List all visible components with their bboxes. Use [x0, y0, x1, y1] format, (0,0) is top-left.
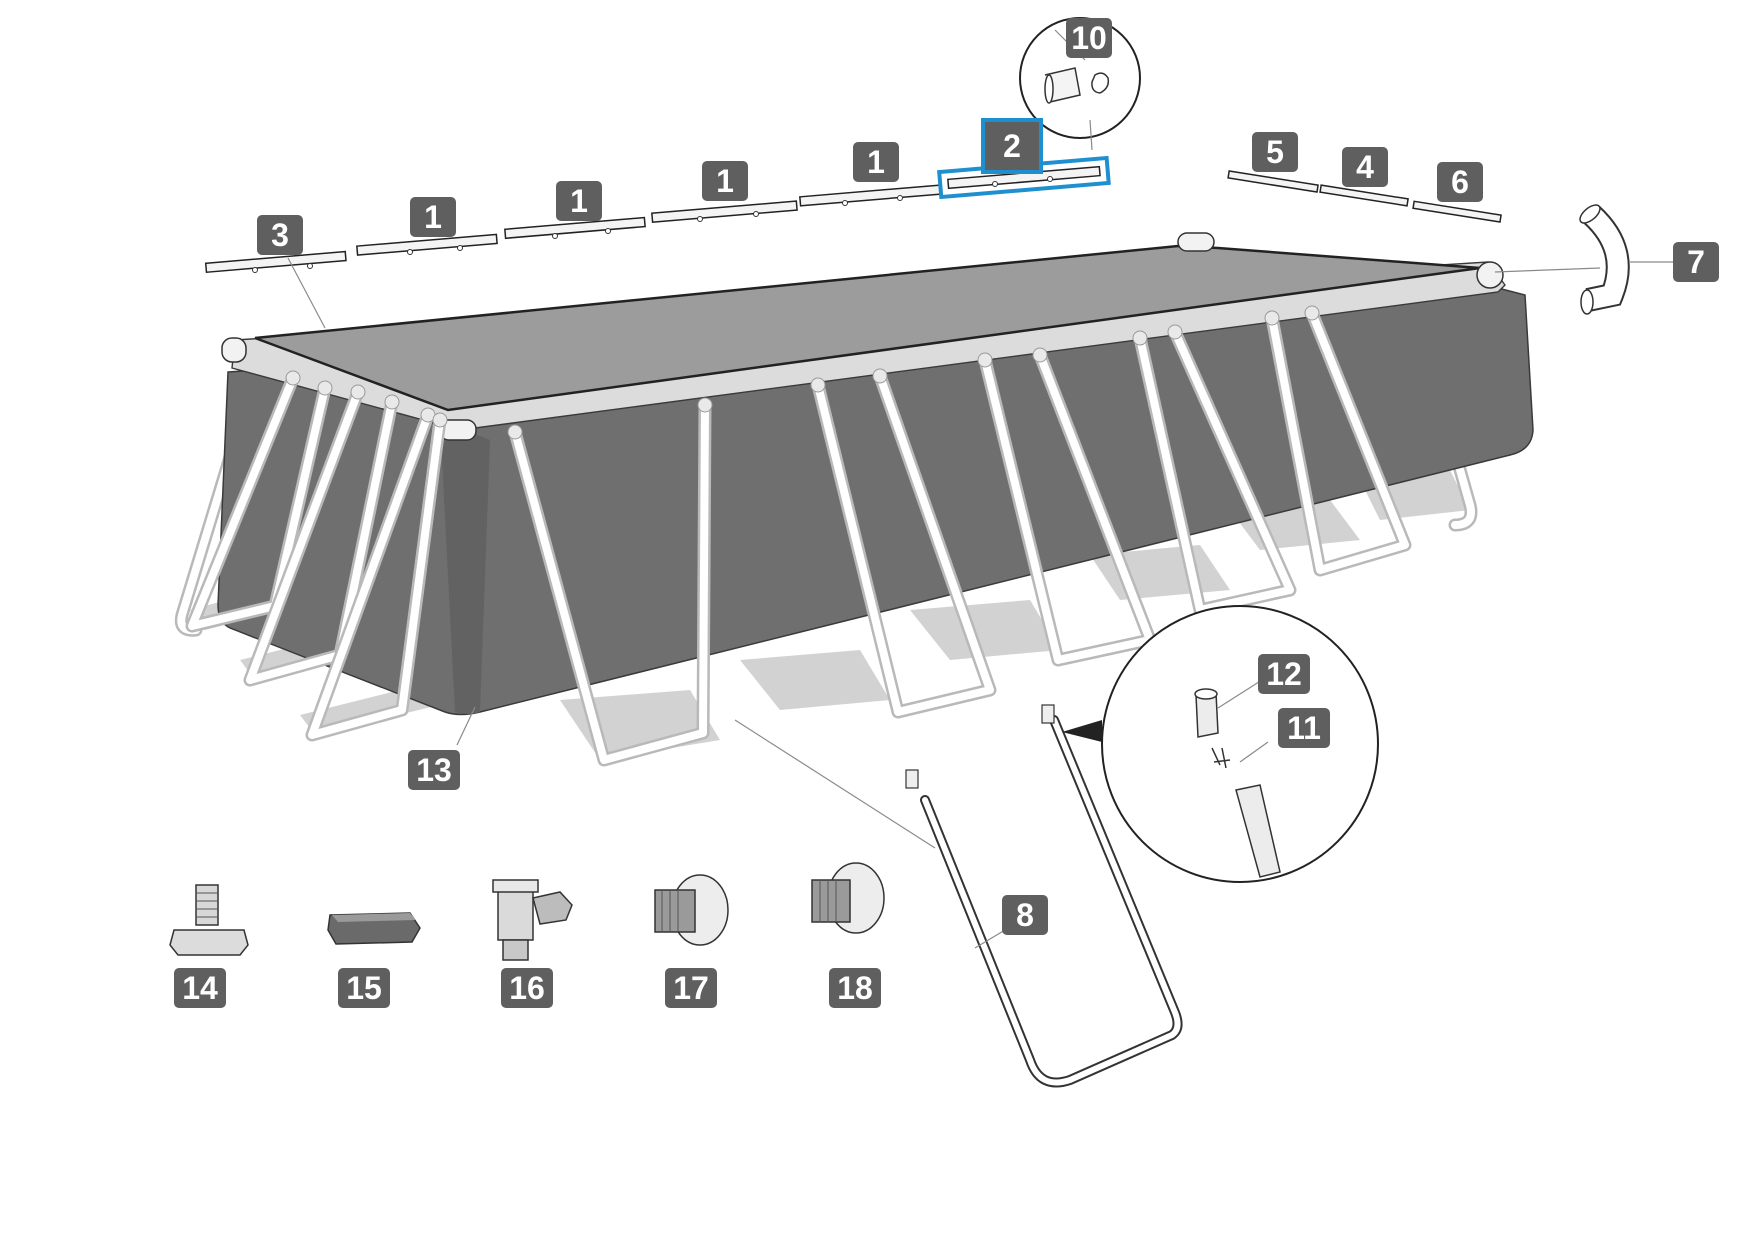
rail-part-3 — [204, 250, 347, 274]
badge-p2: 2 — [981, 118, 1043, 174]
badge-p1a: 1 — [410, 197, 456, 237]
badge-p5: 5 — [1252, 132, 1298, 172]
badge-p18: 18 — [829, 968, 881, 1008]
accessory-strainer-connector-b — [811, 862, 885, 934]
badge-p1c: 1 — [702, 161, 748, 201]
pool-illustration — [174, 232, 1534, 767]
badge-label: 1 — [867, 144, 885, 180]
front-leg-1 — [507, 397, 713, 767]
badge-label: 5 — [1266, 134, 1284, 170]
rail-part-1a — [356, 233, 498, 256]
badge-p7: 7 — [1673, 242, 1719, 282]
badge-p14: 14 — [174, 968, 226, 1008]
badge-label: 15 — [346, 970, 382, 1006]
badge-p15: 15 — [338, 968, 390, 1008]
badge-label: 18 — [837, 970, 873, 1006]
corner-elbow-part — [1579, 204, 1630, 315]
badge-p8: 8 — [1002, 895, 1048, 935]
rail-part-5 — [1227, 170, 1319, 193]
badge-label: 4 — [1356, 149, 1374, 185]
accessory-hose-adapter — [169, 884, 249, 956]
badge-p17: 17 — [665, 968, 717, 1008]
side-leg-1 — [185, 370, 333, 633]
rail-part-1b — [504, 216, 646, 240]
badge-label: 12 — [1266, 656, 1302, 692]
badge-p1d: 1 — [853, 142, 899, 182]
rail-part-6 — [1412, 200, 1502, 223]
badge-p13: 13 — [408, 750, 460, 790]
badge-label: 3 — [271, 217, 289, 253]
leg-part-8 — [905, 704, 1183, 1088]
badge-label: 1 — [716, 163, 734, 199]
pool-water-surface — [254, 244, 1481, 412]
badge-label: 17 — [673, 970, 709, 1006]
badge-label: 10 — [1071, 20, 1107, 56]
badge-label: 8 — [1016, 897, 1034, 933]
accessory-strainer-connector-a — [654, 874, 729, 946]
front-leg-4 — [1132, 324, 1297, 617]
rail-part-1c — [651, 200, 798, 223]
accessory-plug-cap — [327, 912, 421, 945]
badge-label: 1 — [424, 199, 442, 235]
top-rails — [204, 155, 1502, 274]
badge-p4: 4 — [1342, 147, 1388, 187]
badge-label: 1 — [570, 183, 588, 219]
badge-label: 2 — [1003, 128, 1021, 164]
badge-p12: 12 — [1258, 654, 1310, 694]
side-leg-2 — [243, 384, 400, 687]
badge-p11: 11 — [1278, 708, 1330, 748]
badge-label: 6 — [1451, 164, 1469, 200]
badge-p16: 16 — [501, 968, 553, 1008]
front-leg-3 — [977, 347, 1157, 667]
rail-part-4 — [1319, 184, 1409, 207]
front-leg-2 — [810, 368, 997, 719]
badge-p3: 3 — [257, 215, 303, 255]
badge-p6: 6 — [1437, 162, 1483, 202]
side-leg-3 — [305, 407, 448, 742]
badge-label: 16 — [509, 970, 545, 1006]
badge-label: 14 — [182, 970, 218, 1006]
badge-label: 7 — [1687, 244, 1705, 280]
badge-label: 13 — [416, 752, 452, 788]
rail-part-1d — [799, 184, 941, 207]
leader-lines — [287, 29, 1680, 949]
accessory-plunger-valve — [492, 879, 573, 961]
badge-label: 11 — [1287, 710, 1321, 746]
front-leg-5 — [1264, 305, 1412, 577]
badge-p10: 10 — [1066, 18, 1112, 58]
badge-p1b: 1 — [556, 181, 602, 221]
